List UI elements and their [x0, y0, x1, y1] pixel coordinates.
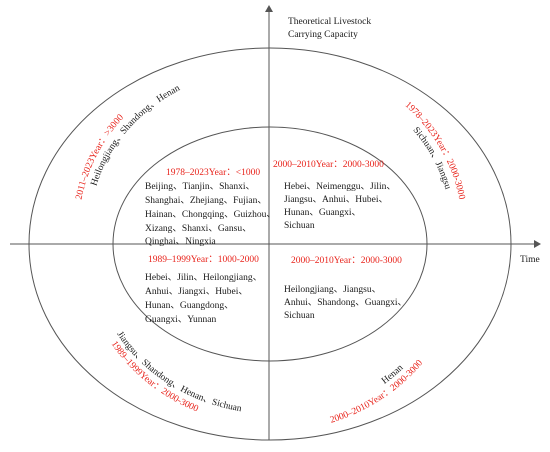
inner-tl-line-2: Shanghai、Zhejiang、Fujian、	[145, 196, 267, 206]
inner-br-line-3: Sichuan	[284, 311, 315, 321]
inner-tl-title: 1978–2023Year：<1000	[166, 168, 260, 178]
inner-tr-line-4: Sichuan	[284, 221, 315, 231]
inner-tl-line-4: Xizang、Shanxi、Gansu、	[145, 224, 252, 234]
outer-br-title: 2000–2010Year：2000-3000	[329, 358, 425, 426]
inner-bl-line-3: Hunan、Guangdong、	[145, 301, 234, 311]
inner-br-title: 2000–2010Year：2000-3000	[291, 256, 402, 266]
inner-bl-line-2: Anhui、Jiangxi、Hubei、	[145, 287, 248, 297]
inner-br-line-1: Heilongjiang、Jiangsu、	[284, 285, 381, 295]
inner-br-line-2: Anhui、Shandong、Guangxi、	[284, 298, 407, 308]
inner-bl-line-4: Guangxi、Yunnan	[145, 315, 216, 325]
inner-bl-line-1: Hebei、Jilin、Heilongjiang、	[145, 273, 262, 283]
inner-tr-line-2: Jiangsu、Anhui、Hubei、	[284, 195, 388, 205]
outer-br-title-path: 2000–2010Year：2000-3000	[329, 358, 425, 426]
outer-tl-title: 2011–2023Year：>3000	[75, 113, 127, 201]
inner-bl-title: 1989–1999Year：1000-2000	[148, 255, 259, 265]
x-axis-label: Time	[520, 255, 540, 265]
outer-tl-title-path: 2011–2023Year：>3000	[75, 113, 127, 201]
inner-tr-line-1: Hebei、Neimenggu、Jilin、	[284, 182, 396, 192]
inner-tl-line-1: Beijing、Tianjin、Shanxi、	[145, 182, 255, 192]
inner-tr-title: 2000–2010Year：2000-3000	[273, 160, 384, 170]
inner-tr-line-3: Hunan、Guangxi、	[284, 208, 361, 218]
y-axis-label-line2: Carrying Capacity	[288, 30, 358, 40]
y-axis-label-line1: Theoretical Livestock	[288, 17, 371, 27]
inner-tl-line-5: Qinghai、Ningxia	[145, 237, 216, 247]
inner-tl-line-3: Hainan、Chongqing、Guizhou、	[145, 210, 276, 220]
